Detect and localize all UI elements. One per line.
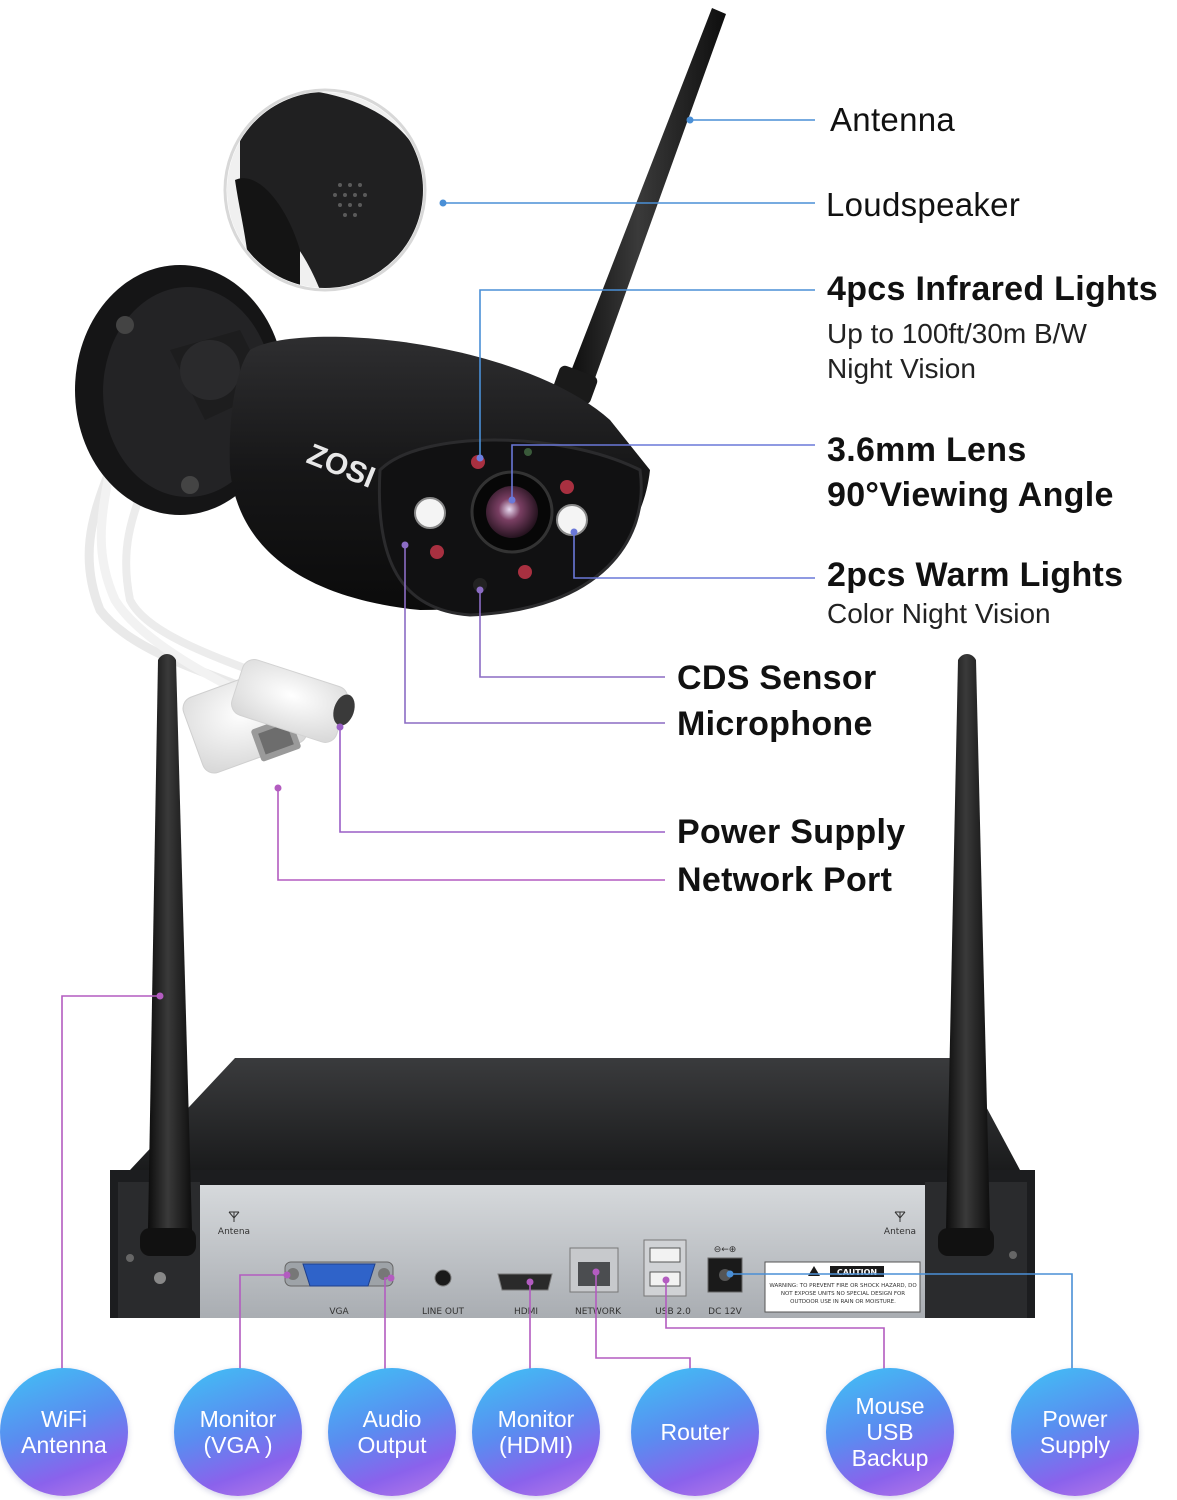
line-out-label: LINE OUT bbox=[422, 1307, 465, 1317]
antenna-symbol-icon bbox=[894, 1211, 906, 1222]
bubble-audio-output: Audio Output bbox=[328, 1368, 456, 1496]
hdmi-port: HDMI bbox=[497, 1273, 553, 1317]
antena-right-label: Antena bbox=[884, 1227, 916, 1237]
bubble-label: Router bbox=[660, 1419, 730, 1445]
power-connector bbox=[231, 658, 355, 743]
caution-title: CAUTION bbox=[837, 1268, 877, 1277]
line-out-port: LINE OUT bbox=[422, 1269, 465, 1317]
bubble-monitor-vga: Monitor (VGA ) bbox=[174, 1368, 302, 1496]
power-supply-label: Power Supply bbox=[677, 813, 906, 851]
camera-body: ZOSI bbox=[229, 336, 650, 617]
hdmi-label: HDMI bbox=[514, 1307, 538, 1317]
caution-line-2: NOT EXPOSE UNITS NO SPECIAL DESIGN FOR bbox=[781, 1291, 905, 1297]
camera-antenna bbox=[552, 8, 726, 405]
lens-title: 3.6mm Lens bbox=[827, 431, 1027, 469]
loudspeaker-inset bbox=[223, 88, 427, 292]
bubble-wifi-antenna: WiFi Antenna bbox=[0, 1368, 128, 1496]
bubble-power-supply: Power Supply bbox=[1011, 1368, 1139, 1496]
antenna-label: Antenna bbox=[830, 101, 956, 138]
bubble-router: Router bbox=[631, 1368, 759, 1496]
bubble-label: Mouse USB Backup bbox=[851, 1393, 929, 1471]
speaker-grille bbox=[333, 183, 367, 217]
caution-sticker: CAUTION WARNING: TO PREVENT FIRE OR SHOC… bbox=[764, 1261, 921, 1313]
bubble-monitor-hdmi: Monitor (HDMI) bbox=[472, 1368, 600, 1496]
usb-ports: USB 2.0 bbox=[643, 1239, 691, 1317]
bubble-label: Monitor (HDMI) bbox=[497, 1406, 575, 1458]
caution-line-1: WARNING: TO PREVENT FIRE OR SHOCK HAZARD… bbox=[769, 1283, 917, 1289]
loudspeaker-label: Loudspeaker bbox=[826, 186, 1021, 223]
nvr-recorder: Antena Antena VGA LINE OUT HDMI NETWORK bbox=[110, 1058, 1035, 1318]
nvr-antenna-left bbox=[140, 654, 196, 1256]
viewing-angle-label: 90°Viewing Angle bbox=[827, 476, 1114, 514]
vga-label: VGA bbox=[329, 1307, 349, 1317]
nvr-antenna-right bbox=[938, 654, 994, 1256]
cds-sensor-label: CDS Sensor bbox=[677, 659, 877, 697]
bubble-label: WiFi Antenna bbox=[21, 1406, 107, 1458]
bubble-mouse-usb-backup: Mouse USB Backup bbox=[826, 1368, 954, 1496]
warm-lights-title: 2pcs Warm Lights bbox=[827, 556, 1124, 594]
bubble-label: Power Supply bbox=[1039, 1406, 1111, 1458]
bubble-label: Audio Output bbox=[357, 1406, 427, 1458]
camera-leader-lines bbox=[274, 116, 815, 881]
polarity-symbol-icon: ⊖←⊕ bbox=[714, 1245, 737, 1255]
network-label: NETWORK bbox=[575, 1307, 622, 1317]
caution-line-3: OUTDOOR USE IN RAIN OR MOISTURE. bbox=[790, 1299, 896, 1305]
dc-label: DC 12V bbox=[708, 1307, 743, 1317]
vga-port: VGA bbox=[284, 1261, 394, 1317]
infrared-lights-sub-2: Night Vision bbox=[827, 353, 976, 384]
bubble-label: Monitor (VGA ) bbox=[199, 1406, 277, 1458]
usb-label: USB 2.0 bbox=[655, 1307, 691, 1317]
network-port-label: Network Port bbox=[677, 861, 893, 899]
dc-port: DC 12V ⊖←⊕ bbox=[707, 1245, 743, 1317]
antenna-symbol-icon bbox=[228, 1211, 240, 1222]
infrared-lights-title: 4pcs Infrared Lights bbox=[827, 270, 1158, 308]
infrared-lights-sub-1: Up to 100ft/30m B/W bbox=[827, 318, 1087, 349]
warm-lights-sub: Color Night Vision bbox=[827, 598, 1051, 629]
microphone-label: Microphone bbox=[677, 705, 873, 743]
antena-left-label: Antena bbox=[218, 1227, 250, 1237]
